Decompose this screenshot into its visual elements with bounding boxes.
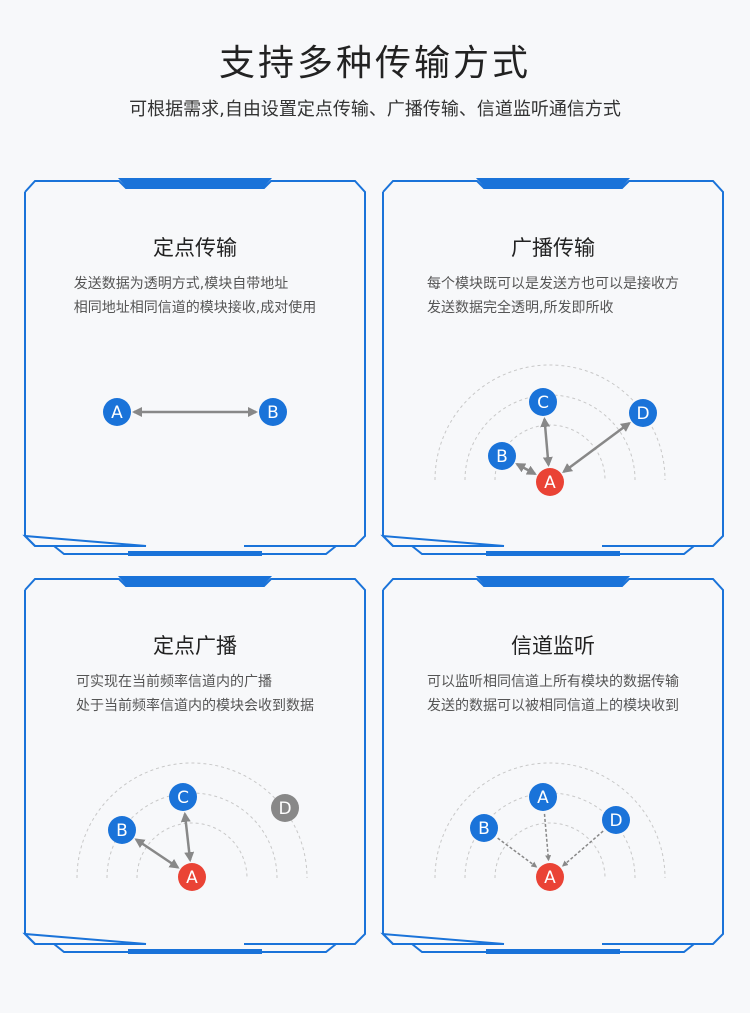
node-a: A bbox=[529, 783, 557, 811]
node-label: C bbox=[537, 393, 549, 413]
card-point-to-point: 定点传输 发送数据为透明方式,模块自带地址相同地址相同信道的模块接收,成对使用 … bbox=[22, 178, 366, 556]
card-frame bbox=[380, 576, 724, 954]
arrow-link bbox=[562, 421, 631, 474]
card-desc-line: 可实现在当前频率信道内的广播 bbox=[76, 674, 272, 690]
node-a: A bbox=[178, 863, 206, 891]
node-label: C bbox=[177, 788, 189, 808]
signal-range-arc bbox=[434, 364, 666, 481]
arrow-link bbox=[561, 830, 604, 867]
diagram: A B A D bbox=[434, 762, 666, 891]
node-d: D bbox=[602, 806, 630, 834]
node-label: A bbox=[111, 403, 123, 423]
node-d: D bbox=[271, 794, 299, 822]
node-a: A bbox=[536, 863, 564, 891]
card-broadcast: 广播传输 每个模块既可以是发送方也可以是接收方发送数据完全透明,所发即所收 A B… bbox=[380, 178, 724, 556]
node-label: A bbox=[537, 788, 549, 808]
card-desc-line: 发送数据完全透明,所发即所收 bbox=[427, 300, 614, 316]
arrow-link bbox=[180, 811, 195, 863]
card-frame bbox=[22, 576, 366, 954]
card-desc-line: 相同地址相同信道的模块接收,成对使用 bbox=[73, 300, 317, 316]
diagram: A B C D bbox=[434, 364, 666, 496]
card-frame bbox=[380, 178, 724, 556]
page-title: 支持多种传输方式 bbox=[218, 43, 531, 84]
node-d: D bbox=[629, 399, 657, 427]
node-a: A bbox=[536, 468, 564, 496]
card-desc-line: 发送的数据可以被相同信道上的模块收到 bbox=[427, 698, 679, 714]
page-subtitle: 可根据需求,自由设置定点传输、广播传输、信道监听通信方式 bbox=[129, 99, 621, 120]
card-desc-line: 可以监听相同信道上所有模块的数据传输 bbox=[427, 674, 679, 690]
card-frame bbox=[22, 178, 366, 556]
arrow-link bbox=[134, 838, 180, 869]
node-label: A bbox=[544, 868, 556, 888]
node-label: D bbox=[609, 811, 622, 831]
signal-range-arc bbox=[76, 762, 308, 879]
node-b: B bbox=[470, 814, 498, 842]
arrow-link bbox=[515, 462, 537, 476]
node-b: B bbox=[259, 398, 287, 426]
signal-range-arc bbox=[494, 822, 606, 879]
node-label: D bbox=[636, 404, 649, 424]
card-desc-line: 发送数据为透明方式,模块自带地址 bbox=[73, 276, 289, 292]
signal-range-arc bbox=[434, 762, 666, 879]
card-title: 信道监听 bbox=[511, 634, 595, 658]
node-label: B bbox=[267, 403, 279, 423]
diagram: A B C D bbox=[76, 762, 308, 891]
card-desc-line: 处于当前频率信道内的模块会收到数据 bbox=[76, 698, 314, 714]
node-label: B bbox=[116, 821, 128, 841]
node-label: D bbox=[278, 799, 291, 819]
node-label: A bbox=[186, 868, 198, 888]
node-label: B bbox=[496, 447, 508, 467]
card-point-broadcast: 定点广播 可实现在当前频率信道内的广播处于当前频率信道内的模块会收到数据 A B C… bbox=[22, 576, 366, 954]
arrow-link bbox=[497, 837, 538, 868]
node-b: B bbox=[488, 442, 516, 470]
node-c: C bbox=[169, 783, 197, 811]
arrow-link bbox=[543, 813, 552, 862]
card-title: 定点广播 bbox=[153, 634, 237, 658]
card-channel-monitor: 信道监听 可以监听相同信道上所有模块的数据传输发送的数据可以被相同信道上的模块收… bbox=[380, 576, 724, 954]
card-title: 定点传输 bbox=[153, 236, 237, 260]
card-title: 广播传输 bbox=[511, 236, 595, 260]
node-a: A bbox=[103, 398, 131, 426]
node-c: C bbox=[529, 388, 557, 416]
node-b: B bbox=[108, 816, 136, 844]
node-label: B bbox=[478, 819, 490, 839]
arrow-link bbox=[540, 416, 553, 468]
card-desc-line: 每个模块既可以是发送方也可以是接收方 bbox=[427, 276, 679, 292]
node-label: A bbox=[544, 473, 556, 493]
